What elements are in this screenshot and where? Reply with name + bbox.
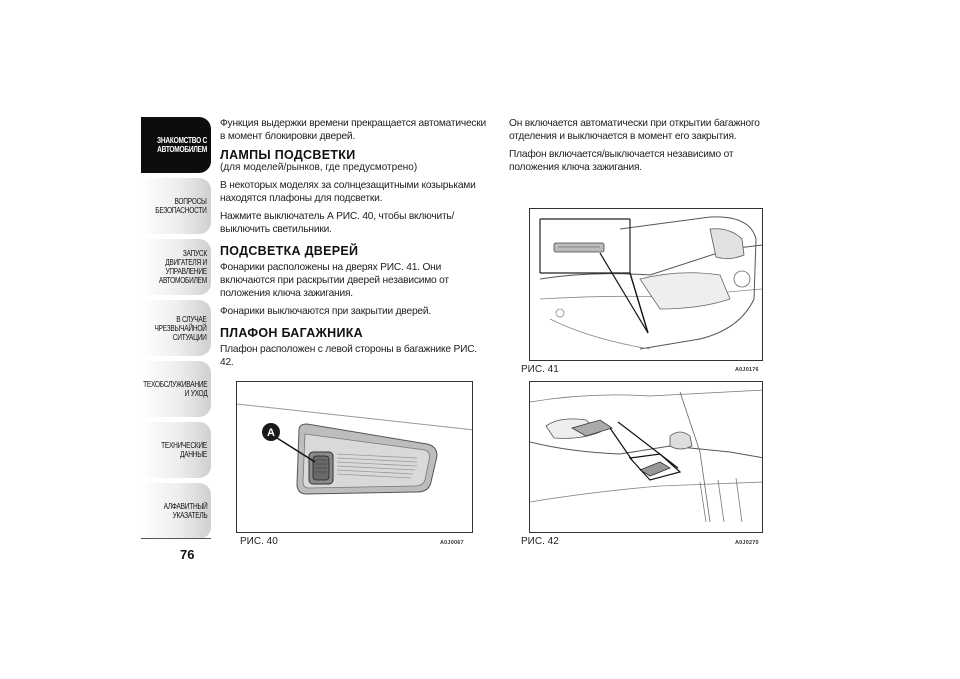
vanity-light-illustration: A <box>237 403 472 495</box>
figure-41-door-light <box>529 208 763 361</box>
figure-42-caption: РИС. 42 <box>521 536 559 547</box>
callout-label: A <box>267 427 275 439</box>
paragraph: Плафон расположен с левой стороны в бага… <box>220 344 477 368</box>
tab-label: В СЛУЧАЕ ЧРЕЗВЫЧАЙНОЙ СИТУАЦИИ <box>154 314 207 342</box>
tab-znakomstvo[interactable]: ЗНАКОМСТВО С АВТОМОБИЛЕМ <box>141 117 211 173</box>
heading-plafon-bagazhnika: ПЛАФОН БАГАЖНИКА <box>220 326 363 340</box>
right-text-column: Он включается автоматически при открытии… <box>509 117 779 179</box>
heading-podsvetka-dverei: ПОДСВЕТКА ДВЕРЕЙ <box>220 244 359 258</box>
door-light-illustration <box>539 216 762 350</box>
figure-42-code: A0J0270 <box>735 540 759 546</box>
tab-voprosy-bezopasnosti[interactable]: ВОПРОСЫ БЕЗОПАСНОСТИ <box>141 178 211 234</box>
figure-40-caption: РИС. 40 <box>240 536 278 547</box>
paragraph: Фонарики выключаются при закрытии дверей… <box>220 306 432 317</box>
left-text-column: Функция выдержки времени прекращается ав… <box>220 117 490 374</box>
tab-label: ТЕХОБСЛУЖИВАНИЕ И УХОД <box>142 380 208 398</box>
figure-41-caption: РИС. 41 <box>521 364 559 375</box>
tab-chrezvychainoi-situatsii[interactable]: В СЛУЧАЕ ЧРЕЗВЫЧАЙНОЙ СИТУАЦИИ <box>141 300 211 356</box>
page-number: 76 <box>180 547 195 562</box>
intro-paragraph: Функция выдержки времени прекращается ав… <box>220 118 487 142</box>
tab-label: ЗНАКОМСТВО С АВТОМОБИЛЕМ <box>156 136 207 154</box>
paragraph: Плафон включается/выключается независимо… <box>509 149 734 173</box>
market-note: (для моделей/рынков, где предусмотрено) <box>220 162 418 173</box>
tab-tekhnicheskie-dannye[interactable]: ТЕХНИЧЕСКИЕ ДАННЫЕ <box>141 422 211 478</box>
tab-label: ВОПРОСЫ БЕЗОПАСНОСТИ <box>155 197 208 215</box>
tab-label: АЛФАВИТНЫЙ УКАЗАТЕЛЬ <box>163 502 207 520</box>
figure-40-code: A0J0067 <box>440 540 464 546</box>
tab-alfavitnyi-ukazatel[interactable]: АЛФАВИТНЫЙ УКАЗАТЕЛЬ <box>141 483 211 539</box>
paragraph: Нажмите выключатель А РИС. 40, чтобы вкл… <box>220 211 455 235</box>
tab-label: ЗАПУСК ДВИГАТЕЛЯ И УПРАВЛЕНИЕ АВТОМОБИЛЕ… <box>158 249 207 285</box>
tab-tekhobsluzhivanie[interactable]: ТЕХОБСЛУЖИВАНИЕ И УХОД <box>141 361 211 417</box>
paragraph: В некоторых моделях за солнцезащитными к… <box>220 180 476 204</box>
tab-label: ТЕХНИЧЕСКИЕ ДАННЫЕ <box>161 441 207 459</box>
callout-marker <box>262 423 280 441</box>
trunk-light-illustration <box>530 389 762 523</box>
paragraph: Он включается автоматически при открытии… <box>509 118 760 142</box>
heading-lampy-podsvetki: ЛАМПЫ ПОДСВЕТКИ <box>220 148 356 162</box>
figure-40-vanity-light: A <box>236 381 473 533</box>
paragraph: Фонарики расположены на дверях РИС. 41. … <box>220 262 449 299</box>
sidebar-divider <box>141 538 211 539</box>
figure-41-code: A0J0176 <box>735 367 759 373</box>
tab-zapusk-dvigatelya[interactable]: ЗАПУСК ДВИГАТЕЛЯ И УПРАВЛЕНИЕ АВТОМОБИЛЕ… <box>141 239 211 295</box>
figure-42-trunk-light <box>529 381 763 533</box>
